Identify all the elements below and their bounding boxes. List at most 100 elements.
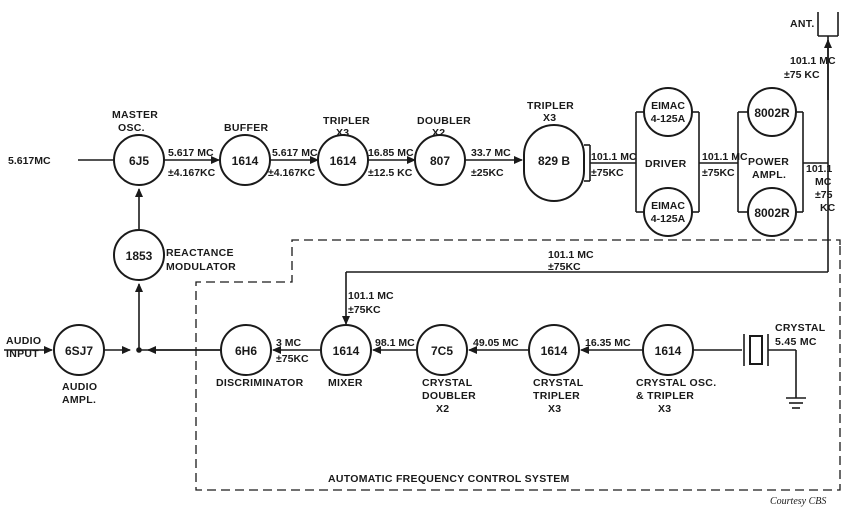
discriminator-tube xyxy=(220,324,272,376)
master-osc-tube-label: 6J5 xyxy=(129,154,149,168)
audio-ampl-label-1: AUDIO xyxy=(62,381,97,393)
pa-out-dev-1: ±75 xyxy=(815,189,833,201)
afc-label: AUTOMATIC FREQUENCY CONTROL SYSTEM xyxy=(328,473,570,485)
pa-out-freq-1: 101.1 xyxy=(806,163,832,175)
crystal-doubler-stage: 7C5 CRYSTAL DOUBLER X2 xyxy=(416,324,476,415)
driver-bot-label-1: EIMAC xyxy=(651,200,685,212)
cdbl-label-3: X2 xyxy=(436,403,449,415)
driver-top-circle xyxy=(643,87,693,137)
ant-feed-freq: 101.1 MC xyxy=(790,55,836,67)
crystal-freq: 5.45 MC xyxy=(775,336,817,348)
crystal-tripler-stage: 1614 CRYSTAL TRIPLER X3 xyxy=(528,324,584,415)
tripler2-tube xyxy=(523,124,585,202)
driver-top-label-2: 4-125A xyxy=(651,113,686,125)
ctrip-label-2: TRIPLER xyxy=(533,390,580,402)
drv-out-dev: ±75KC xyxy=(702,167,735,179)
tripler2-tube-label: 829 B xyxy=(538,154,570,168)
afc-boundary xyxy=(195,239,841,491)
cosc-label-2: & TRIPLER xyxy=(636,390,694,402)
tripler2-label-1: TRIPLER xyxy=(527,100,574,112)
driver-tube-top: EIMAC 4-125A xyxy=(643,87,693,137)
trip2-out-dev: ±75KC xyxy=(591,167,624,179)
cdbl-out-freq: 98.1 MC xyxy=(375,337,415,349)
mixer-tube xyxy=(320,324,372,376)
crystal-doubler-tube xyxy=(416,324,468,376)
cdbl-label-2: DOUBLER xyxy=(422,390,476,402)
audio-ampl-stage: 6SJ7 AUDIO AMPL. xyxy=(53,324,105,406)
ctrip-out-freq: 49.05 MC xyxy=(473,337,519,349)
audio-ampl-tube-label: 6SJ7 xyxy=(65,344,93,358)
mixer-in-freq: 101.1 MC xyxy=(348,290,394,302)
doubler-stage: DOUBLER X2 807 xyxy=(414,115,471,186)
tripler1-label-1: TRIPLER xyxy=(323,115,370,127)
mixer-tube-label: 1614 xyxy=(333,344,360,358)
dbl-out-freq: 33.7 MC xyxy=(471,147,511,159)
doubler-tube-label: 807 xyxy=(430,154,450,168)
buffer-tube-label: 1614 xyxy=(232,154,259,168)
crystal-tripler-tube xyxy=(528,324,580,376)
audio-ampl-label-2: AMPL. xyxy=(62,394,96,406)
mo-out-dev: ±4.167KC xyxy=(168,167,216,179)
master-osc-label-2: OSC. xyxy=(118,122,145,134)
pa-label-2: AMPL. xyxy=(752,169,786,181)
reactance-modulator-stage: 1853 REACTANCE MODULATOR xyxy=(113,229,236,281)
discriminator-label: DISCRIMINATOR xyxy=(216,377,304,389)
mo-out-freq: 5.617 MC xyxy=(168,147,214,159)
mixer-in-dev: ±75KC xyxy=(348,304,381,316)
trip1-out-dev: ±12.5 KC xyxy=(368,167,413,179)
discriminator-tube-label: 6H6 xyxy=(235,344,257,358)
ctrip-label-3: X3 xyxy=(548,403,561,415)
ctrip-label-1: CRYSTAL xyxy=(533,377,584,389)
mixer-out-dev: ±75KC xyxy=(276,353,309,365)
driver-label: DRIVER xyxy=(645,158,687,170)
driver-tube-bottom: EIMAC 4-125A xyxy=(643,187,693,237)
crystal-body xyxy=(749,335,763,365)
cosc-out-freq: 16.35 MC xyxy=(585,337,631,349)
pa-top-label: 8002R xyxy=(754,106,790,120)
crystal-label: CRYSTAL xyxy=(775,322,826,334)
crystal-symbol xyxy=(743,334,806,409)
dbl-out-dev: ±25KC xyxy=(471,167,504,179)
buffer-stage: BUFFER 1614 xyxy=(219,122,271,186)
pa-out-freq-2: MC xyxy=(815,176,832,188)
crystal-tripler-tube-label: 1614 xyxy=(541,344,568,358)
tripler1-tube-label: 1614 xyxy=(330,154,357,168)
trip2-out-freq: 101.1 MC xyxy=(591,151,637,163)
buf-out-freq: 5.617 MC xyxy=(272,147,318,159)
tripler2-stage: TRIPLER X3 829 B xyxy=(523,100,585,202)
pa-bot-label: 8002R xyxy=(754,206,790,220)
mixer-label: MIXER xyxy=(328,377,363,389)
driver-bot-label-2: 4-125A xyxy=(651,213,686,225)
discriminator-stage: 6H6 DISCRIMINATOR xyxy=(216,324,304,389)
drv-out-freq: 101.1 MC xyxy=(702,151,748,163)
antenna-label: ANT. xyxy=(790,18,815,30)
pa-label-1: POWER xyxy=(748,156,789,168)
reactance-modulator-tube-label: 1853 xyxy=(126,249,153,263)
sample-dev: ±75KC xyxy=(548,261,581,273)
buffer-label: BUFFER xyxy=(224,122,268,134)
driver-top-label-1: EIMAC xyxy=(651,100,685,112)
tripler2-label-2: X3 xyxy=(543,112,556,124)
audio-input-label-1: AUDIO xyxy=(6,335,41,347)
rm-label-2: MODULATOR xyxy=(166,261,236,273)
ant-feed-dev: ±75 KC xyxy=(784,69,820,81)
crystal-osc-tube-label: 1614 xyxy=(655,344,682,358)
pa-tube-bottom: 8002R xyxy=(747,187,797,237)
reactance-modulator-tube xyxy=(113,229,165,281)
doubler-label-1: DOUBLER xyxy=(417,115,471,127)
crystal-osc-stage: 1614 CRYSTAL OSC. & TRIPLER X3 xyxy=(636,324,716,415)
master-osc-stage: MASTER OSC. 6J5 xyxy=(112,109,165,186)
master-osc-label-1: MASTER xyxy=(112,109,158,121)
tripler1-stage: TRIPLER X3 1614 xyxy=(317,115,370,186)
driver-bot-circle xyxy=(643,187,693,237)
cosc-label-3: X3 xyxy=(658,403,671,415)
master-osc-input-freq: 5.617MC xyxy=(8,155,51,167)
pa-tube-top: 8002R xyxy=(747,87,797,137)
trip1-out-freq: 16.85 MC xyxy=(368,147,414,159)
rm-label-1: REACTANCE xyxy=(166,247,234,259)
mixer-stage: 1614 MIXER xyxy=(320,324,372,389)
credit-text: Courtesy CBS xyxy=(770,496,826,507)
mixer-out-freq: 3 MC xyxy=(276,337,302,349)
buf-out-dev: ±4.167KC xyxy=(268,167,316,179)
